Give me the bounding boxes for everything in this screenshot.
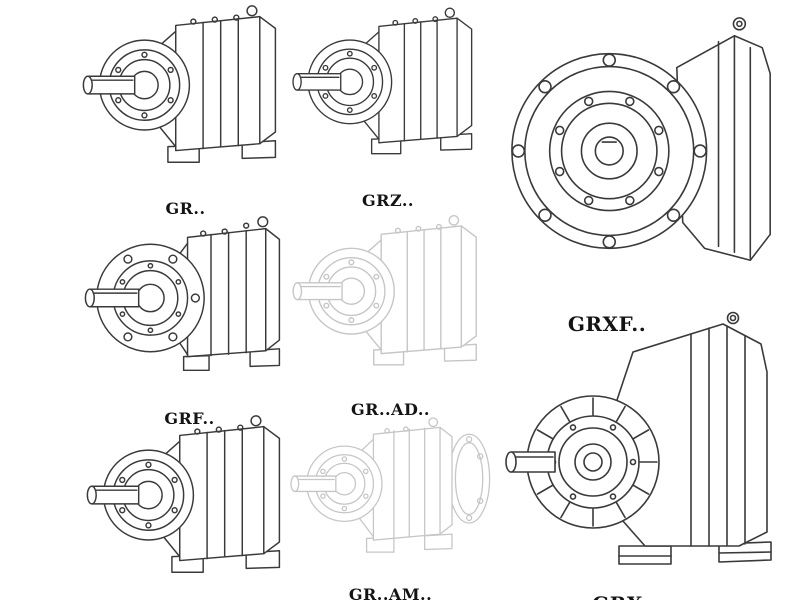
- gearbox-grz-label: GRZ..: [362, 191, 414, 210]
- gearbox-figure-grx: GRX..: [495, 300, 795, 600]
- gearbox-figure-grf: GRF..: [82, 212, 297, 428]
- gearbox-gram-drawing: [288, 412, 493, 583]
- gearbox-figure-gr: GR..: [78, 2, 293, 218]
- gearbox-figure-grf2: GR..F: [82, 412, 297, 598]
- gearbox-grz-drawing: [288, 2, 488, 189]
- gearbox-grad-drawing: [288, 212, 493, 398]
- gearbox-gr-label: GR..: [165, 199, 206, 219]
- gearbox-figure-grad: GR..AD..: [288, 212, 493, 419]
- gearbox-grx-label: GRX..: [592, 590, 698, 600]
- gearbox-grf-drawing: [82, 212, 297, 407]
- gearbox-grf-label: GRF..: [164, 409, 215, 429]
- gearbox-figure-grz: GRZ..: [288, 2, 488, 210]
- gearbox-grx-drawing: [495, 300, 795, 590]
- gearbox-grxf-label: GRXF..: [567, 311, 647, 336]
- gearbox-gram-label: GR..AM..: [348, 584, 433, 600]
- gearbox-figure-grxf: GRXF..: [498, 2, 796, 336]
- gearbox-figure-gram: GR..AM..: [288, 412, 493, 600]
- gearbox-grxf-drawing: [498, 2, 796, 310]
- gearbox-grf2-drawing: [82, 412, 297, 600]
- gearbox-gr-drawing: [78, 2, 293, 197]
- gearbox-grad-label: GR..AD..: [351, 400, 430, 420]
